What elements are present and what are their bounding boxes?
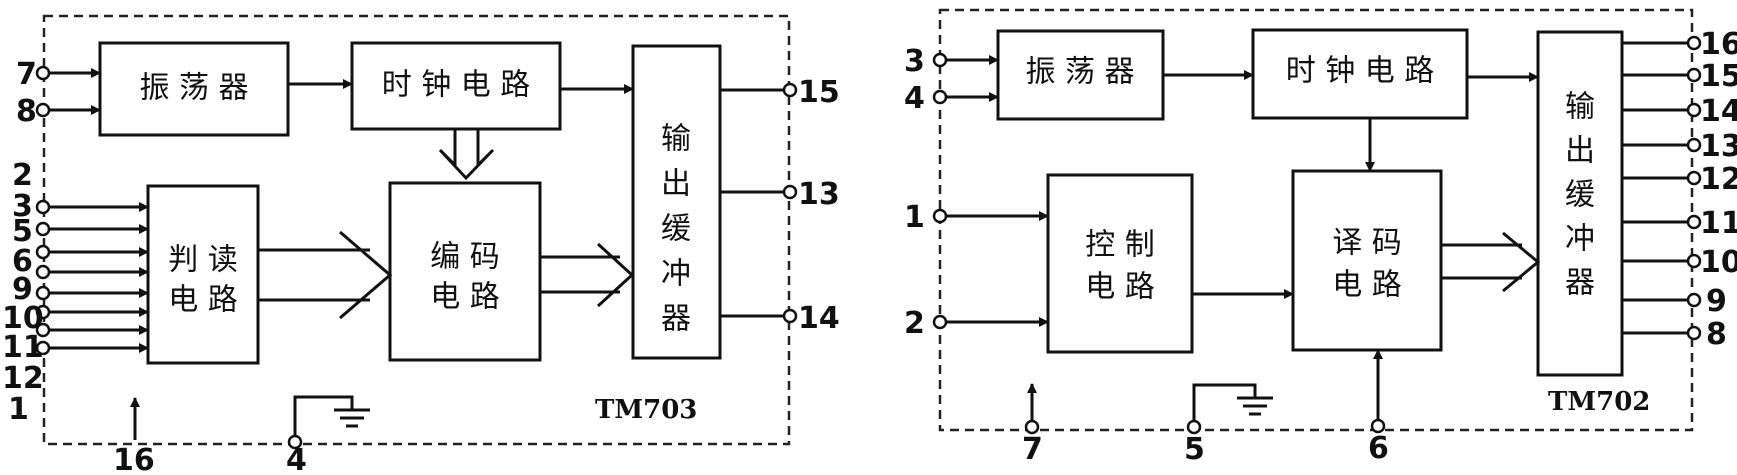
pin-3: [932, 52, 948, 68]
pin-label-6: 6: [12, 244, 33, 279]
reader-to-encoder-bus: [258, 230, 393, 320]
pin-label-12: 12: [2, 361, 44, 396]
buffer-char-3: 缓: [661, 212, 691, 247]
pin-label-3: 3: [904, 44, 925, 79]
reader-label-1: 判 读: [168, 243, 238, 278]
pin-label-16: 16: [113, 443, 155, 475]
clock-block: [350, 41, 562, 131]
pin-label-14: 14: [798, 301, 840, 336]
ground-icon: [334, 408, 370, 428]
pin-label-14: 14: [1700, 94, 1737, 129]
pin-label-10: 10: [1700, 245, 1737, 280]
ground-icon: [1237, 396, 1273, 416]
pin-label-2: 2: [12, 158, 33, 193]
pin-label-10: 10: [2, 301, 44, 336]
pin-7: [35, 65, 51, 81]
pin-1: [932, 208, 948, 224]
output-buffer-block: [1536, 30, 1624, 377]
clock-label: 时 钟 电 路: [1286, 54, 1435, 89]
buffer-char-3: 缓: [1565, 178, 1595, 213]
clock-block: [1251, 28, 1469, 120]
diagram-tm702: 振 荡 器 时 钟 电 路 控 制 电 路 译 码 电 路 输 出 缓 冲 器 …: [904, 8, 1737, 467]
pin-label-6: 6: [1368, 431, 1389, 466]
pin-label-3: 3: [12, 189, 33, 224]
control-label-2: 电 路: [1085, 270, 1155, 305]
ground-wire: [1192, 383, 1257, 421]
pin-4: [287, 434, 303, 450]
oscillator-block: [98, 41, 290, 137]
encoder-label-2: 电 路: [430, 280, 500, 315]
pin-7: [1024, 419, 1040, 435]
buffer-char-2: 出: [661, 167, 691, 202]
pin-label-1: 1: [8, 392, 29, 427]
pin-label-11: 11: [2, 330, 44, 365]
pin-label-9: 9: [12, 272, 33, 307]
pin-label-13: 13: [1700, 129, 1737, 164]
buffer-char-4: 冲: [1565, 222, 1595, 257]
pin-label-12: 12: [1700, 162, 1737, 197]
clock-label: 时 钟 电 路: [382, 68, 531, 103]
model-label: TM703: [595, 395, 697, 425]
clock-to-encoder-bus: [438, 129, 495, 181]
pin-label-2: 2: [904, 306, 925, 341]
control-label-1: 控 制: [1085, 228, 1155, 263]
pin-label-1: 1: [904, 200, 925, 235]
pin-4: [932, 89, 948, 105]
oscillator-label: 振 荡 器: [1025, 55, 1134, 90]
pin-label-8: 8: [1706, 317, 1727, 352]
oscillator-label: 振 荡 器: [139, 71, 248, 106]
pin-label-15: 15: [1700, 59, 1737, 94]
pin-label-7: 7: [16, 57, 37, 92]
pin-label-5: 5: [12, 214, 33, 249]
encoder-block: [388, 181, 542, 362]
output-buffer-block: [631, 44, 722, 360]
pin-8: [35, 102, 51, 118]
decoder-to-buffer-bus: [1441, 231, 1541, 293]
decoder-label-2: 电 路: [1332, 268, 1402, 303]
decoder-label-1: 译 码: [1332, 226, 1402, 261]
decoder-block: [1291, 169, 1443, 352]
encoder-label-1: 编 码: [430, 240, 500, 275]
buffer-char-2: 出: [1565, 134, 1595, 169]
buffer-char-4: 冲: [661, 257, 691, 292]
reader-input-bundle: [35, 199, 149, 356]
encoder-to-buffer-bus: [540, 242, 635, 308]
buffer-char-5: 器: [1565, 266, 1595, 301]
pin-label-13: 13: [798, 177, 840, 212]
pin-6: [1370, 418, 1386, 434]
ground-wire: [293, 395, 354, 437]
oscillator-block: [996, 29, 1165, 121]
pin-label-11: 11: [1700, 206, 1737, 241]
pin-label-5: 5: [1184, 432, 1205, 467]
diagram-tm703: 振 荡 器 时 钟 电 路 判 读 电 路 编 码 电 路 输 出 缓 冲 器 …: [2, 14, 840, 475]
pin-15: [782, 82, 798, 98]
pin-13: [782, 184, 798, 200]
pin-label-4: 4: [286, 443, 307, 475]
model-label: TM702: [1548, 387, 1650, 417]
pin-label-16: 16: [1700, 27, 1737, 62]
reader-label-2: 电 路: [168, 283, 238, 318]
buffer-char-1: 输: [661, 122, 691, 157]
pin-label-8: 8: [16, 94, 37, 129]
buffer-char-1: 输: [1565, 90, 1595, 125]
pin-label-9: 9: [1706, 284, 1727, 319]
pin-label-4: 4: [904, 81, 925, 116]
pin-2: [932, 314, 948, 330]
pin-label-7: 7: [1022, 432, 1043, 467]
output-pin-bundle: [1622, 35, 1702, 341]
control-block: [1046, 173, 1194, 354]
pin-14: [782, 308, 798, 324]
buffer-char-5: 器: [661, 302, 691, 337]
pin-label-15: 15: [798, 75, 840, 110]
pin-5: [1186, 419, 1202, 435]
